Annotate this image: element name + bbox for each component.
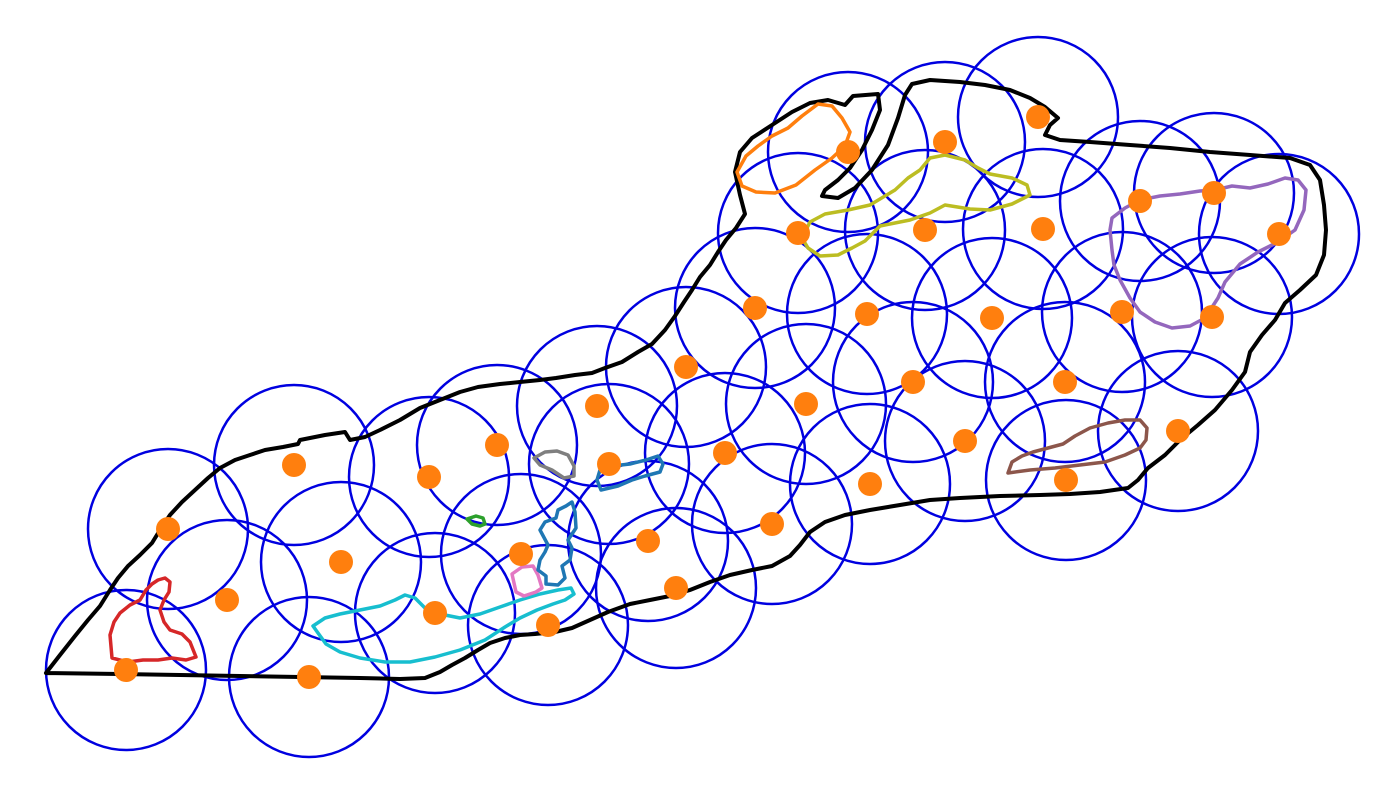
circle-center-26 bbox=[953, 429, 977, 453]
circle-center-6 bbox=[329, 550, 353, 574]
coverage-circle-12 bbox=[515, 324, 679, 488]
regions-layer bbox=[108, 102, 1308, 664]
coverage-circle-24 bbox=[785, 232, 949, 396]
coverage-circle-3 bbox=[145, 518, 309, 682]
circle-center-8 bbox=[485, 433, 509, 457]
circle-centers bbox=[114, 105, 1291, 689]
coverage-circle-30 bbox=[956, 35, 1120, 199]
circle-center-7 bbox=[417, 465, 441, 489]
circle-center-16 bbox=[674, 355, 698, 379]
coverage-circle-17 bbox=[643, 371, 807, 535]
coverage-circle-15 bbox=[594, 506, 758, 670]
coverage-circle-38 bbox=[1096, 349, 1260, 513]
coverage-circle-22 bbox=[716, 151, 880, 315]
coverage-circle-18 bbox=[690, 442, 854, 606]
coverage-circle-21 bbox=[788, 402, 952, 566]
coverage-circle-6 bbox=[259, 480, 423, 644]
coverage-circle-20 bbox=[724, 322, 888, 486]
circle-center-13 bbox=[597, 452, 621, 476]
circle-center-12 bbox=[585, 394, 609, 418]
circle-center-18 bbox=[760, 512, 784, 536]
boundary-layer bbox=[44, 78, 1328, 681]
circle-center-23 bbox=[836, 140, 860, 164]
coverage-circle-9 bbox=[353, 531, 517, 695]
circle-center-24 bbox=[855, 302, 879, 326]
red-region bbox=[108, 576, 198, 664]
circle-center-35 bbox=[1128, 189, 1152, 213]
circle-center-3 bbox=[215, 588, 239, 612]
coverage-circle-5 bbox=[212, 383, 376, 547]
circle-center-9 bbox=[423, 601, 447, 625]
circle-center-19 bbox=[743, 296, 767, 320]
circle-center-33 bbox=[1054, 468, 1078, 492]
circle-center-37 bbox=[1202, 181, 1226, 205]
circle-center-5 bbox=[282, 453, 306, 477]
blue-region-long bbox=[536, 500, 578, 587]
outer-boundary bbox=[44, 78, 1328, 681]
circle-center-22 bbox=[786, 221, 810, 245]
circle-center-27 bbox=[933, 130, 957, 154]
circle-center-30 bbox=[1026, 105, 1050, 129]
circle-center-11 bbox=[536, 613, 560, 637]
coverage-circle-28 bbox=[843, 148, 1007, 312]
circle-center-28 bbox=[913, 218, 937, 242]
coverage-circle-23 bbox=[766, 70, 930, 234]
circle-center-25 bbox=[901, 370, 925, 394]
circle-center-36 bbox=[1200, 305, 1224, 329]
coverage-circle-33 bbox=[984, 398, 1148, 562]
circle-center-10 bbox=[509, 542, 533, 566]
coverage-circle-26 bbox=[883, 359, 1047, 523]
circle-center-21 bbox=[858, 472, 882, 496]
coverage-circle-19 bbox=[673, 226, 837, 390]
circle-center-14 bbox=[636, 529, 660, 553]
circle-center-39 bbox=[1267, 222, 1291, 246]
coverage-circle-7 bbox=[347, 395, 511, 559]
circle-center-1 bbox=[114, 658, 138, 682]
coverage-circle-29 bbox=[910, 236, 1074, 400]
brown-region bbox=[1006, 418, 1149, 475]
cyan-region bbox=[311, 586, 576, 664]
circle-center-20 bbox=[794, 392, 818, 416]
green-region bbox=[465, 514, 487, 528]
orange-region bbox=[735, 102, 852, 195]
olive-region bbox=[800, 153, 1032, 258]
circle-center-17 bbox=[713, 441, 737, 465]
circle-center-29 bbox=[980, 306, 1004, 330]
circle-center-4 bbox=[156, 517, 180, 541]
circle-center-34 bbox=[1110, 300, 1134, 324]
gray-region bbox=[532, 449, 576, 480]
circle-center-2 bbox=[297, 665, 321, 689]
coverage-circle-8 bbox=[415, 363, 579, 527]
circle-center-38 bbox=[1166, 419, 1190, 443]
circle-center-32 bbox=[1053, 370, 1077, 394]
circle-center-31 bbox=[1031, 217, 1055, 241]
circle-center-15 bbox=[664, 576, 688, 600]
coverage-circle-32 bbox=[983, 300, 1147, 464]
purple-region bbox=[1108, 176, 1308, 330]
pink-region bbox=[510, 564, 544, 598]
